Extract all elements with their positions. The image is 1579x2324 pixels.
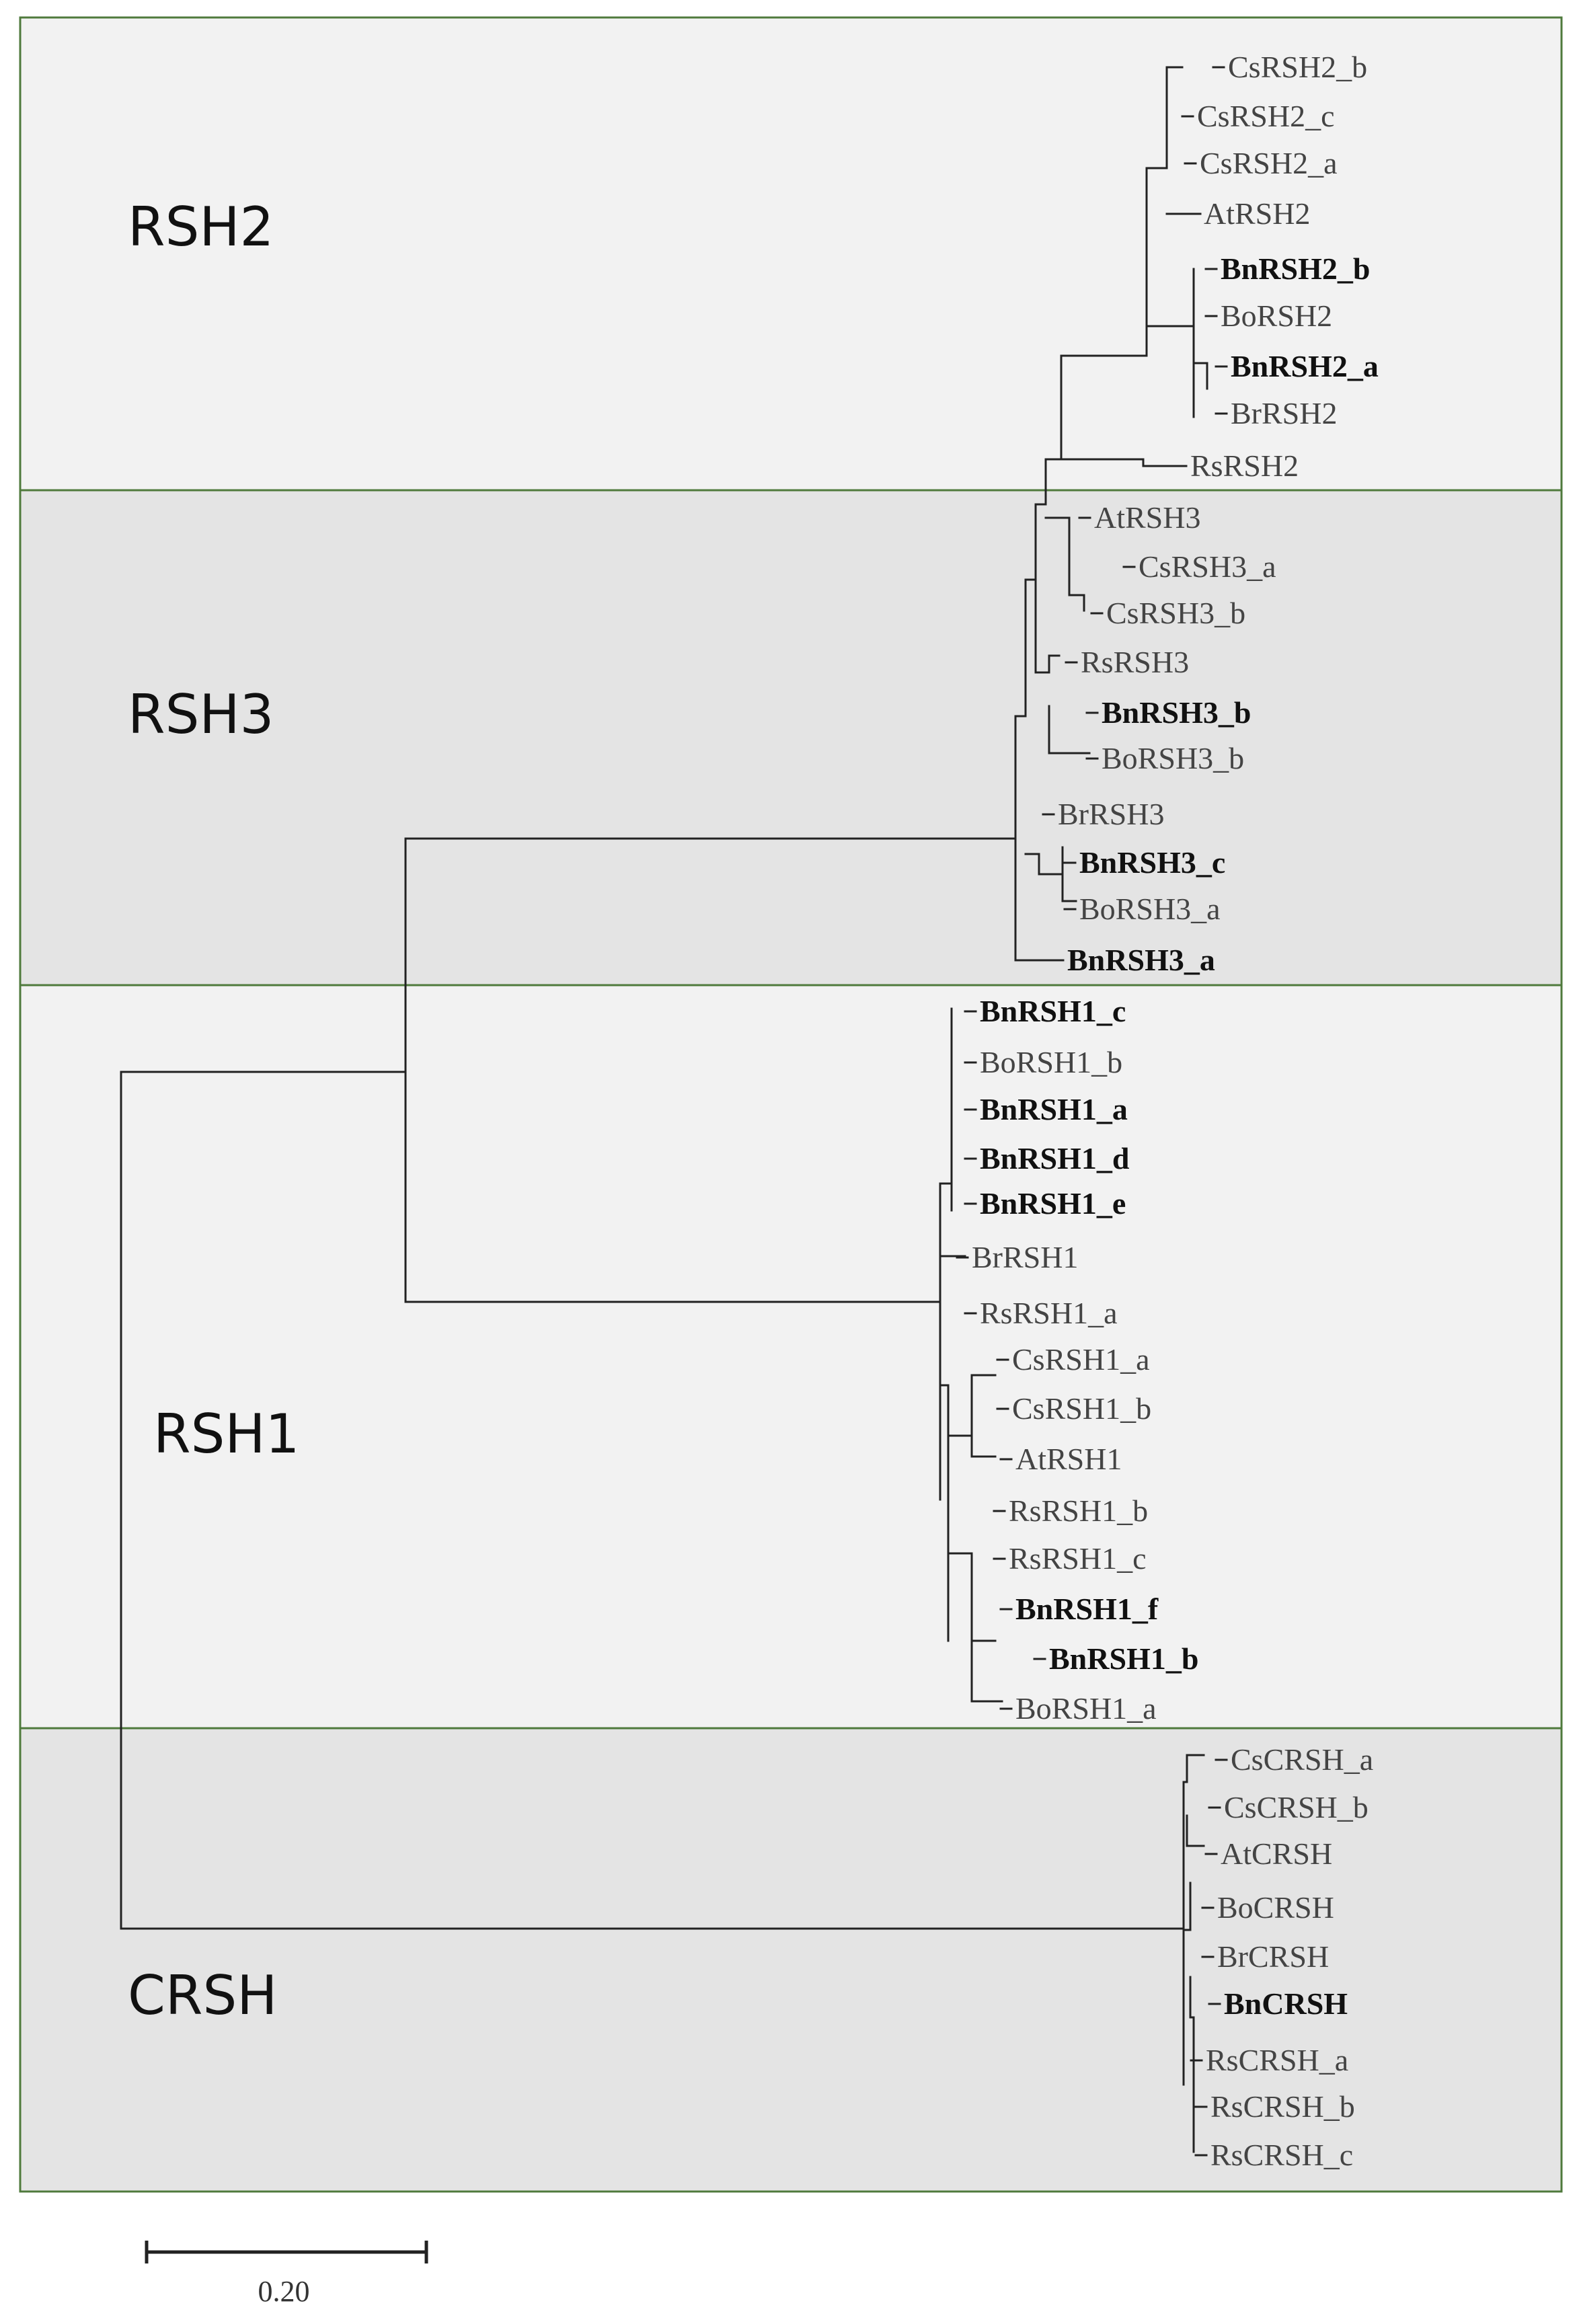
taxon-label-csrsh1-b: CsRSH1_b [1012,1391,1151,1426]
branch-bn-clade-2 [1192,362,1208,390]
taxon-label-brrsh1: BrRSH1 [972,1240,1078,1274]
taxon-label-rscrsh-b: RsCRSH_b [1210,2089,1355,2124]
tree-branches [120,66,1208,2153]
band-rsh2 [20,17,1562,490]
branch-crsh-lower [1189,2016,1195,2153]
taxon-label-borsh3-a: BoRSH3_a [1079,892,1221,926]
figure-frame [19,16,1563,2193]
branch-crsh-upper [1182,1754,1205,1783]
branch-rsh1-bottom [947,1552,997,1642]
taxon-label-csrsh3-b: CsRSH3_b [1106,596,1245,630]
band-rsh1 [20,985,1562,1728]
taxon-label-bnrsh3-a: BnRSH3_a [1067,943,1215,977]
taxon-label-bnrsh1-f: BnRSH1_f [1015,1592,1159,1626]
branch-crsh-middle [1182,1882,1192,2019]
taxon-label-rscrsh-a: RsCRSH_a [1206,2043,1348,2077]
taxon-label-bncrsh: BnCRSH [1224,1986,1348,2021]
taxon-label-csrsh2-b: CsRSH2_b [1228,50,1367,84]
taxon-label-rsrsh1-c: RsRSH1_c [1009,1541,1146,1576]
scale-bar-value: 0.20 [258,2275,310,2308]
taxon-label-borsh1-b: BoRSH1_b [980,1045,1122,1079]
clade-label-rsh1: RSH1 [153,1403,299,1465]
branch-to-rsrsh2 [1044,458,1178,467]
branch-rsh3-f [1061,846,1077,902]
clade-labels: RSH2 RSH3 RSH1 CRSH [128,196,299,2027]
clade-bands [19,16,1563,2193]
taxon-label-bnrsh2-b: BnRSH2_b [1221,251,1370,286]
taxon-label-bnrsh3-c: BnRSH3_c [1079,845,1225,880]
branch-rsh3-d [1048,705,1091,754]
taxon-label-csrsh2-a: CsRSH2_a [1200,146,1337,180]
taxon-label-borsh3-b: BoRSH3_b [1102,741,1244,775]
taxon-label-bnrsh1-e: BnRSH1_e [980,1186,1126,1221]
branch-rsh3-e [1024,853,1064,876]
taxon-label-bocrsh: BoCRSH [1217,1890,1334,1925]
branch-rsh1-lower [939,1384,950,1642]
branch-bn-clade [1145,268,1195,418]
taxon-label-atcrsh: AtCRSH [1221,1836,1332,1871]
branch-rsh3-b [1068,594,1085,612]
taxon-label-atrsh3: AtRSH3 [1094,500,1200,535]
taxon-label-borsh1-a: BoRSH1_a [1015,1691,1157,1726]
taxon-label-atrsh2: AtRSH2 [1204,196,1310,231]
band-rsh3 [20,490,1562,985]
taxon-label-bnrsh3-b: BnRSH3_b [1102,695,1251,730]
clade-label-rsh2: RSH2 [128,196,274,258]
taxon-label-csrsh2-c: CsRSH2_c [1197,99,1334,133]
taxon-label-bnrsh1-d: BnRSH1_d [980,1141,1130,1175]
branch-rsh1-bottom-2 [970,1639,1003,1703]
taxon-label-csrsh3-a: CsRSH3_a [1139,549,1276,584]
taxon-label-brrsh2: BrRSH2 [1231,396,1337,430]
branch-rsh23-inner [1014,578,1037,718]
taxon-label-brcrsh: BrCRSH [1217,1939,1329,1974]
taxa-labels: CsRSH2_bCsRSH2_cCsRSH2_aAtRSH2BnRSH2_bBo… [956,50,1379,2172]
taxon-label-rsrsh1-b: RsRSH1_b [1009,1494,1148,1528]
taxon-label-borsh2: BoRSH2 [1221,299,1332,333]
taxon-label-rscrsh-c: RsCRSH_c [1210,2138,1353,2172]
branch-rsh3-c [1034,654,1061,674]
taxon-label-bnrsh1-b: BnRSH1_b [1049,1641,1198,1676]
clade-label-crsh: CRSH [128,1964,277,2027]
scale-bar: 0.20 [145,2241,428,2308]
taxon-label-csrsh1-a: CsRSH1_a [1012,1342,1149,1377]
clade-label-rsh3: RSH3 [128,683,274,746]
taxon-label-atrsh1: AtRSH1 [1015,1442,1122,1476]
branch-cs-rsh1-2 [970,1384,997,1458]
taxon-label-rsrsh2: RsRSH2 [1190,449,1299,483]
taxon-label-cscrsh-a: CsCRSH_a [1231,1742,1373,1777]
taxon-label-bnrsh2-a: BnRSH2_a [1231,349,1379,383]
taxon-label-rsrsh1-a: RsRSH1_a [980,1296,1117,1330]
taxon-label-brrsh3: BrRSH3 [1058,797,1164,831]
branch-rsh3-a [1044,516,1071,596]
taxon-label-cscrsh-b: CsCRSH_b [1224,1790,1369,1824]
band-crsh [20,1728,1562,2192]
taxon-label-bnrsh1-c: BnRSH1_c [980,994,1126,1028]
taxon-label-bnrsh1-a: BnRSH1_a [980,1092,1128,1126]
taxon-label-rsrsh3: RsRSH3 [1081,645,1189,679]
branch-crsh-upper-2 [1186,1814,1205,1847]
